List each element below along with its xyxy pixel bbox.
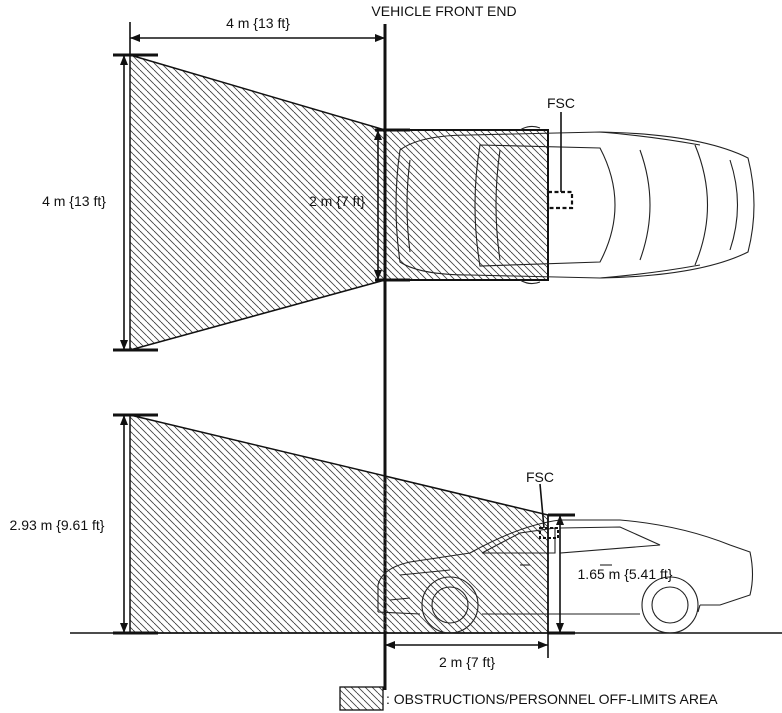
top-height-label: 4 m {13 ft}	[42, 193, 106, 209]
vehicle-front-end-label: VEHICLE FRONT END	[371, 3, 516, 19]
top-view: VEHICLE FRONT END 4 m {13 ft} 4 m {13 ft…	[42, 3, 755, 690]
side-height-label: 2.93 m {9.61 ft}	[10, 517, 105, 533]
top-fsc-label: FSC	[547, 95, 575, 111]
side-fsc-leader	[539, 483, 545, 529]
side-offlimits-area	[129, 414, 549, 634]
side-inner-height-label: 1.65 m {5.41 ft}	[578, 566, 673, 582]
top-fsc-marker	[546, 190, 574, 210]
legend-hatch-swatch	[339, 686, 384, 711]
legend: : OBSTRUCTIONS/PERSONNEL OFF-LIMITS AREA	[339, 686, 718, 711]
side-view: 2.93 m {9.61 ft} FSC 1.65 m {5.41 ft} 2 …	[10, 413, 782, 670]
car-side-view	[377, 519, 754, 634]
top-offlimits-rect	[384, 129, 549, 281]
legend-label: : OBSTRUCTIONS/PERSONNEL OFF-LIMITS AREA	[386, 691, 718, 707]
top-inner-height-label: 2 m {7 ft}	[309, 193, 365, 209]
top-width-label: 4 m {13 ft}	[226, 15, 290, 31]
side-fsc-label: FSC	[526, 469, 554, 485]
side-bottom-width-label: 2 m {7 ft}	[439, 654, 495, 670]
car-top-view	[395, 125, 755, 285]
side-fsc-marker	[539, 527, 559, 539]
